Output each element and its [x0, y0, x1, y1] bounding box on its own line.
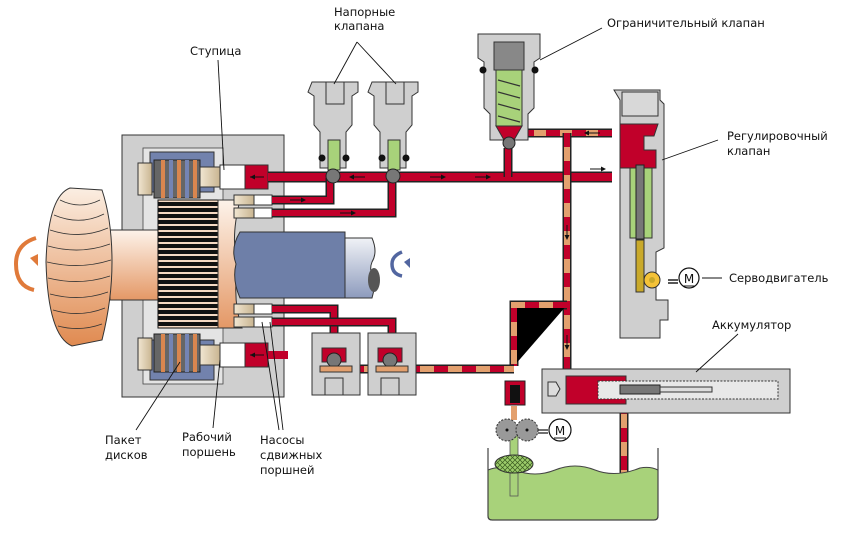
pressure-valve-1	[307, 81, 359, 184]
label-disc-pack: Пакет дисков	[105, 433, 148, 462]
label-servo-motor: Серводвигатель	[729, 271, 829, 285]
stroke-piston-pumps	[233, 194, 273, 328]
leader-lines	[135, 27, 739, 431]
hub	[157, 199, 243, 329]
label-working-piston-line2: поршень	[182, 445, 236, 459]
label-pressure-valves: Напорные клапана	[334, 5, 399, 33]
motor-symbol-servo: M	[684, 272, 694, 286]
bevel-gear	[45, 187, 113, 347]
label-accumulator: Аккумулятор	[712, 318, 791, 332]
label-stroke-piston-pumps: Насосы сдвижных поршней	[260, 433, 326, 477]
label-pumps-line2: сдвижных	[260, 448, 322, 462]
check-valve-2	[367, 332, 417, 396]
flow-arrows	[290, 130, 606, 350]
output-shaft	[233, 231, 380, 299]
label-control-valve: Регулировочный клапан	[727, 129, 831, 158]
label-control-valve-line2: клапан	[727, 144, 770, 158]
servo-motor: M	[668, 267, 700, 289]
disc-pack-bottom	[137, 333, 201, 373]
check-valve-pump	[504, 380, 526, 406]
label-hub: Ступица	[190, 44, 241, 58]
rotation-arrow-blue-icon	[390, 250, 410, 278]
input-shaft	[109, 229, 161, 301]
motor-symbol-pump: M	[555, 424, 565, 438]
label-pressure-valves-line2: клапана	[334, 19, 384, 33]
label-working-piston-line1: Рабочий	[182, 430, 232, 444]
working-piston-top	[199, 164, 269, 190]
disc-pack-top	[137, 159, 201, 199]
filter	[494, 454, 534, 474]
label-pumps-line3: поршней	[260, 463, 314, 477]
label-limit-valve: Ограничительный клапан	[607, 16, 765, 30]
limit-valve	[477, 33, 541, 150]
pressure-valve-2	[367, 81, 419, 184]
gear-pump: M	[495, 418, 572, 442]
working-piston-bottom	[199, 342, 269, 368]
label-pressure-valves-line1: Напорные	[334, 5, 395, 19]
rotation-arrow-orange-icon	[13, 236, 38, 292]
label-control-valve-line1: Регулировочный	[727, 129, 828, 143]
accumulator	[541, 368, 791, 414]
control-valve	[613, 89, 669, 339]
label-disc-pack-line1: Пакет	[105, 433, 142, 447]
check-valve-1	[311, 332, 361, 396]
label-pumps-line1: Насосы	[260, 433, 304, 447]
label-disc-pack-line2: дисков	[105, 448, 148, 462]
label-working-piston: Рабочий поршень	[182, 430, 236, 459]
